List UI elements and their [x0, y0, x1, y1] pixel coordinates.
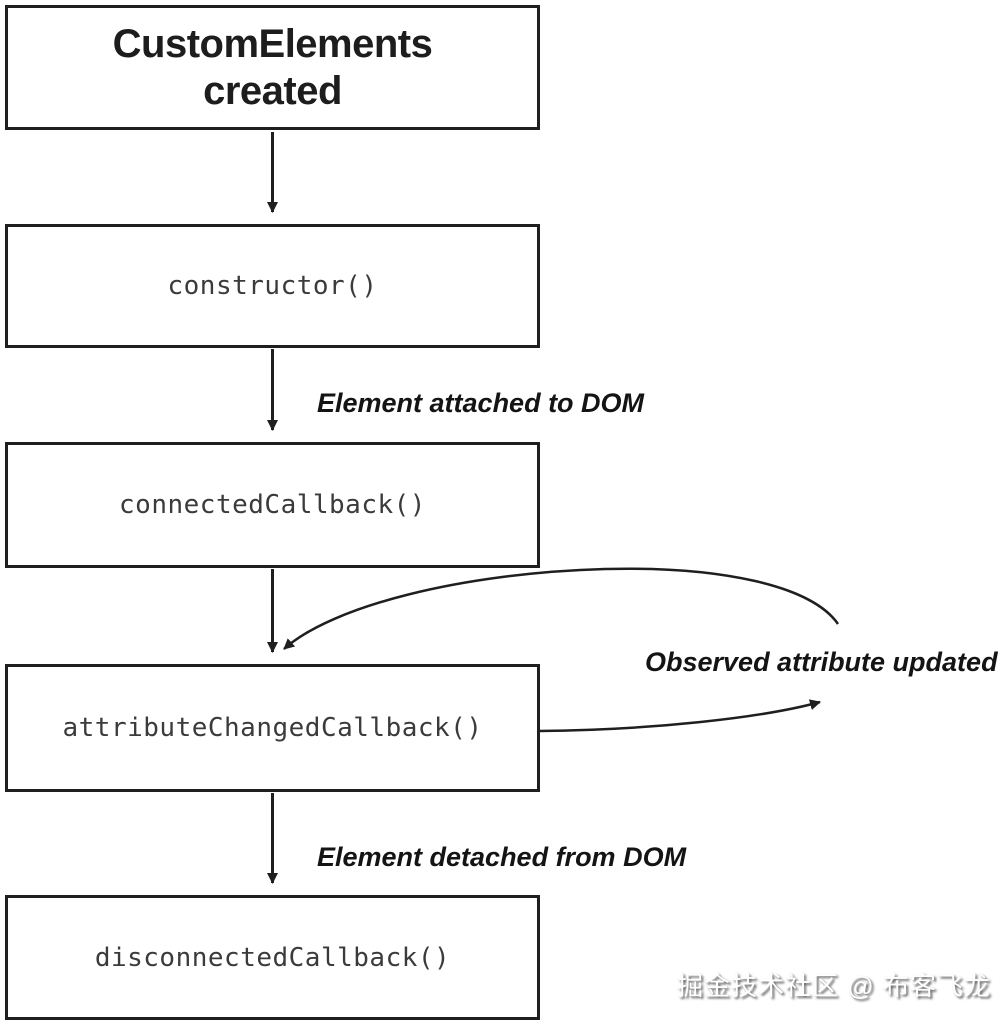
node-label: CustomElements created [112, 21, 433, 113]
node-disconnected-callback: disconnectedCallback() [5, 895, 540, 1020]
watermark-text: 掘金技术社区 @ 布客飞龙 [677, 971, 991, 1001]
node-label: disconnectedCallback() [94, 942, 451, 973]
node-custom-elements-created: CustomElements created [5, 5, 540, 130]
loop-arrow-out [538, 699, 821, 733]
loop-arrow-return [283, 567, 840, 650]
node-label: connectedCallback() [119, 490, 426, 520]
node-label: constructor() [167, 271, 378, 301]
node-label: attributeChangedCallback() [62, 713, 483, 743]
edge-label-observed-attribute-updated: Observed attribute updated [645, 647, 998, 677]
node-connected-callback: connectedCallback() [5, 442, 540, 568]
node-attribute-changed-callback: attributeChangedCallback() [5, 664, 540, 792]
edge-label-detached-from-dom: Element detached from DOM [317, 842, 687, 872]
node-constructor: constructor() [5, 224, 540, 348]
edge-label-attached-to-dom: Element attached to DOM [317, 388, 645, 418]
